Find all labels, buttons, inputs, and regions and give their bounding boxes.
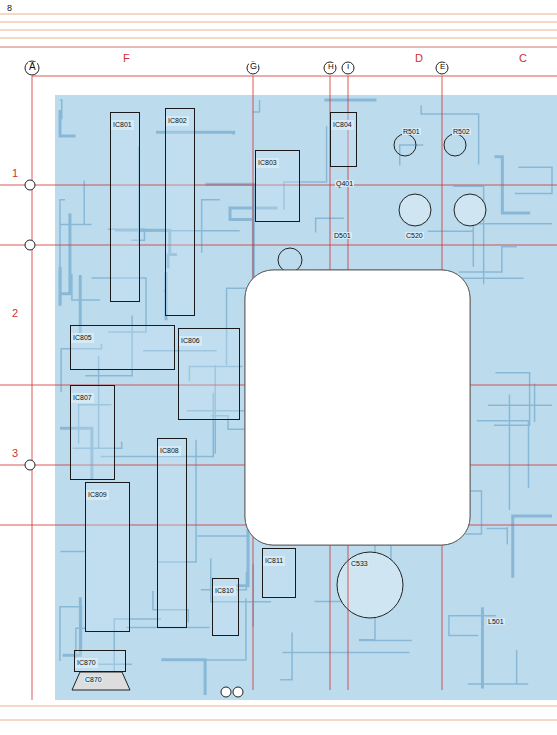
pin-row — [114, 125, 136, 298]
ic-package: IC803 — [255, 150, 300, 222]
grid-letter: A — [28, 62, 37, 72]
capacitor-symbol — [278, 248, 302, 272]
capacitor-symbol — [394, 134, 416, 156]
part-label: IC808 — [158, 446, 181, 456]
capacitor-symbol — [399, 194, 431, 226]
ic-package: IC809 — [85, 482, 130, 632]
header-table — [0, 14, 557, 720]
part-label: IC810 — [213, 586, 236, 596]
trimmer-outline — [337, 552, 403, 618]
copper-traces — [60, 100, 552, 695]
part-label: C533 — [350, 560, 369, 567]
capacitor-symbol — [454, 194, 486, 226]
grid-row-number: 1 — [11, 168, 19, 179]
grid-row-number: 3 — [11, 448, 19, 459]
part-label: Q401 — [335, 180, 354, 187]
part-label: IC805 — [71, 333, 94, 343]
pin-row — [259, 163, 296, 218]
grid-letter: I — [346, 63, 350, 71]
grid-letter: H — [327, 63, 335, 71]
ic-package: IC808 — [157, 438, 187, 628]
ic-package: IC807 — [70, 385, 115, 480]
part-label: IC806 — [179, 336, 202, 346]
pcb-board — [55, 95, 557, 700]
regulator-symbol — [72, 672, 130, 690]
ic-package: IC810 — [212, 578, 239, 636]
part-label: C520 — [405, 232, 424, 239]
pin-row — [74, 398, 111, 476]
ic-package: IC804 — [330, 112, 357, 167]
grid-letter: C — [518, 53, 528, 64]
crt-cutout — [245, 270, 470, 545]
pin-row — [216, 591, 235, 632]
grid-row-number: 2 — [11, 308, 19, 319]
part-label: IC802 — [166, 116, 189, 126]
part-label: IC803 — [256, 158, 279, 168]
part-label: C870 — [84, 676, 103, 683]
part-label: R502 — [452, 128, 471, 135]
part-label: IC801 — [111, 120, 134, 130]
grid-letter: D — [414, 53, 424, 64]
pin-row — [161, 451, 183, 624]
grid-lines — [0, 76, 557, 700]
grid-letter: 8 — [6, 4, 13, 13]
grid-letter: E — [439, 63, 446, 71]
grid-letter: G — [249, 62, 258, 71]
crt-cutout — [245, 270, 470, 545]
part-label: R501 — [402, 128, 421, 135]
ic-package: IC802 — [165, 108, 195, 316]
part-label: IC809 — [86, 490, 109, 500]
grid-letter: F — [122, 53, 131, 64]
capacitor-symbol — [444, 134, 466, 156]
ic-package: IC805 — [70, 325, 175, 370]
part-label: IC804 — [331, 120, 354, 130]
pin-row — [169, 121, 191, 312]
pin-row — [182, 341, 236, 416]
ic-package: IC801 — [110, 112, 140, 302]
part-label: IC807 — [71, 393, 94, 403]
pin-row — [334, 125, 353, 163]
part-label: IC811 — [263, 556, 285, 566]
part-label: IC870 — [75, 658, 98, 668]
pin-row — [89, 495, 126, 628]
ic-package: IC806 — [178, 328, 240, 420]
part-label: L501 — [487, 618, 505, 625]
part-label: D501 — [333, 232, 352, 239]
ic-package: IC811 — [262, 548, 296, 598]
ic-package: IC870 — [74, 650, 126, 672]
